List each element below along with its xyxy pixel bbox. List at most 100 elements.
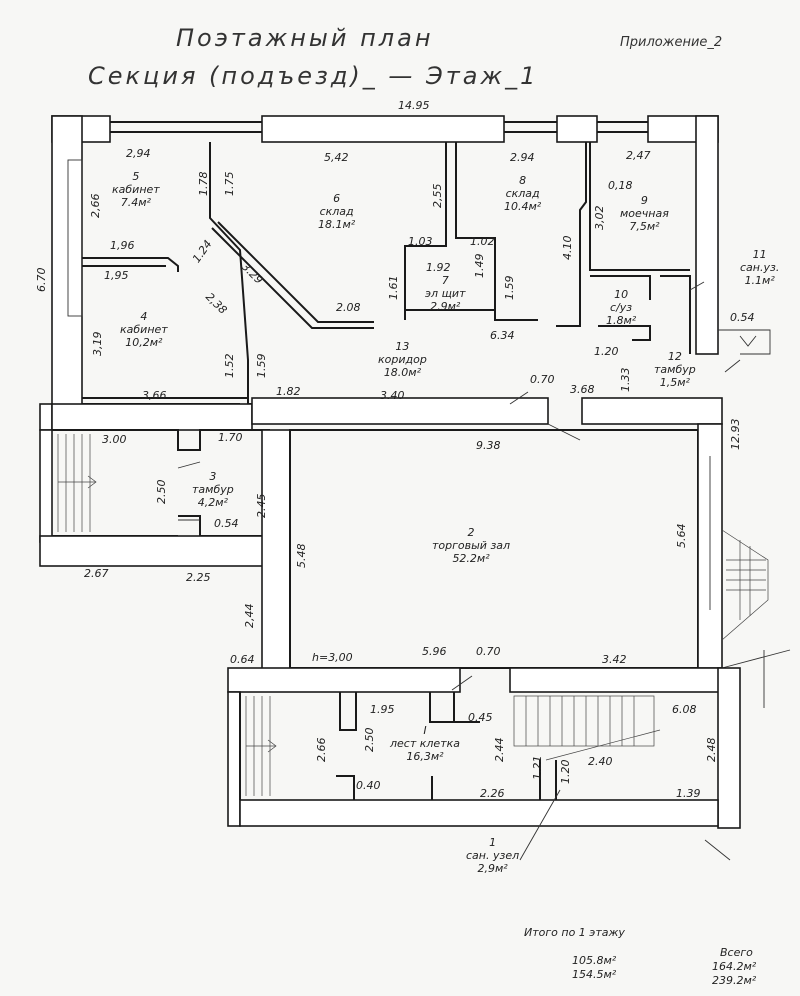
dimension: 3,19 [91, 331, 104, 357]
dimension: 0.54 [214, 517, 239, 530]
dimension: 2,47 [626, 149, 651, 162]
dimension: 0.45 [468, 711, 493, 724]
dimension: 0.40 [356, 779, 381, 792]
dimension: 0.64 [230, 653, 255, 666]
wall-segment [581, 397, 723, 425]
dimension: 2.50 [155, 479, 168, 505]
wall-segment [717, 667, 741, 829]
dimension: 2.40 [588, 755, 613, 768]
dimension: 3.42 [602, 653, 627, 666]
dimension: 1.02 [470, 235, 495, 248]
wall-segment [39, 429, 53, 543]
dimension: 5.96 [422, 645, 447, 658]
dimension: 4.10 [561, 235, 574, 261]
dimension: 1.59 [255, 353, 268, 379]
wall-segment [556, 115, 598, 143]
wall-segment [239, 799, 719, 827]
dimension: 0.70 [476, 645, 501, 658]
dimension: 5.64 [675, 523, 688, 549]
dimension: 12.93 [729, 418, 742, 451]
dimension: 1.20 [594, 345, 619, 358]
wall-segment [51, 403, 253, 431]
dimension: 1.20 [559, 759, 572, 785]
dimension: 3,02 [593, 205, 606, 231]
dimension: 5,42 [324, 151, 349, 164]
dimension: 2.94 [510, 151, 535, 164]
totals-main-area: 105.8м² [572, 954, 617, 967]
wall-segment [39, 535, 277, 567]
dimension: 3.68 [570, 383, 595, 396]
dimension: 1.92 [426, 261, 451, 274]
dimension: 1.39 [676, 787, 701, 800]
grand-total-label: Всего [720, 946, 753, 959]
appendix-label: Приложение_2 [620, 35, 723, 50]
dimension: 2,55 [431, 183, 444, 209]
dimension: 1.82 [276, 385, 301, 398]
dimension: 0.54 [730, 311, 755, 324]
dimension: 2.44 [493, 737, 506, 763]
wall-segment [51, 115, 83, 417]
totals-label: Итого по 1 этажу [524, 926, 625, 939]
dimension: 3.00 [102, 433, 127, 446]
dimension: 0,18 [608, 179, 633, 192]
dimension: 0.70 [530, 373, 555, 386]
wall-segment [261, 115, 505, 143]
wall-segment [261, 429, 291, 681]
dimension: 2,66 [89, 193, 102, 219]
plan-title: Поэтажный план [176, 24, 434, 52]
dimension: 2.66 [315, 737, 328, 763]
dimension: 2,44 [243, 603, 256, 629]
dimension: 1.61 [387, 275, 400, 301]
wall-segment [509, 667, 723, 693]
dimension: 2.08 [336, 301, 361, 314]
dimension: 2.45 [255, 493, 268, 519]
dimension: 3.40 [380, 389, 405, 402]
dimension: 5.48 [295, 543, 308, 569]
dimension: 6.70 [35, 267, 48, 293]
dimension: 6.08 [672, 703, 697, 716]
wall-segment [227, 667, 461, 693]
wall-segment [695, 115, 719, 355]
dimension: 1.49 [473, 253, 486, 279]
dimension: 1.21 [531, 755, 544, 781]
dimension: 6.34 [490, 329, 515, 342]
dimension: 2.50 [363, 727, 376, 753]
dimension: 1.03 [408, 235, 433, 248]
totals-aux-area: 154.5м² [572, 968, 617, 981]
dimension: 1,96 [110, 239, 135, 252]
wall-segment [251, 397, 549, 425]
dimension: 3,66 [142, 389, 167, 402]
dimension: 2,94 [126, 147, 151, 160]
dimension: 1.59 [503, 275, 516, 301]
dimension: 2.67 [84, 567, 109, 580]
dimension: 1.33 [619, 367, 632, 393]
dimension: 1.52 [223, 353, 236, 379]
dimension: 1.78 [197, 171, 210, 197]
dimension: 2.48 [705, 737, 718, 763]
section-floor-title: Секция (подъезд)_ — Этаж_1 [88, 62, 539, 90]
dimension: 2.26 [480, 787, 505, 800]
dimension: h=3,00 [312, 651, 353, 664]
wall-segment [39, 403, 53, 431]
wall-segment [227, 691, 241, 827]
dimension: 14.95 [398, 99, 430, 112]
dimension: 1,95 [104, 269, 129, 282]
grand-total-main: 164.2м² [712, 960, 757, 973]
dimension: 1.75 [223, 171, 236, 197]
dimension: 1.95 [370, 703, 395, 716]
